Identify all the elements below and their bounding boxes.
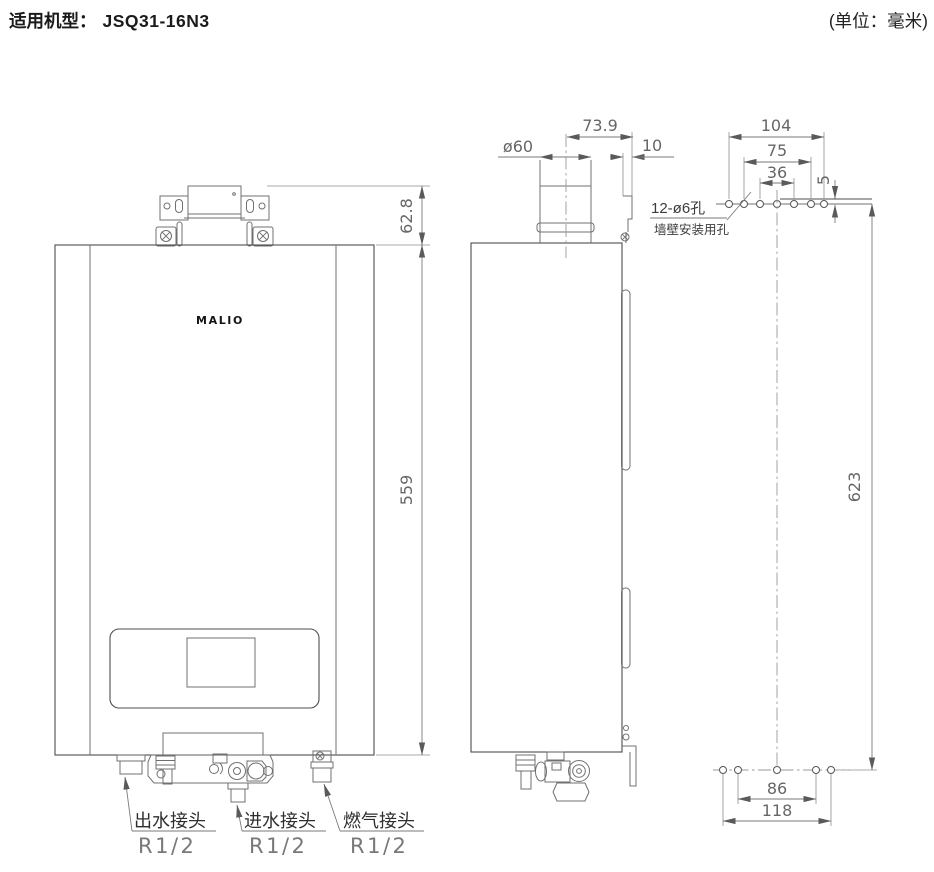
side-body [470, 242, 623, 753]
dim-top-span-mid: 75 [767, 141, 787, 160]
side-dimensions: 73.9 ø60 10 [498, 116, 674, 161]
side-bottom-piping [515, 751, 590, 802]
gas-label: 燃气接头 [343, 811, 415, 831]
holes-callout: 12-ø6孔 墙壁安装用孔 [650, 191, 752, 237]
inlet-label: 进水接头 [244, 811, 316, 831]
dim-vertical-span: 623 [845, 472, 864, 503]
bottom-cover-plate [162, 732, 264, 756]
side-back-details [620, 132, 637, 787]
gas-valve-nut [552, 782, 590, 802]
rear-vertical-dimension: 623 [834, 203, 877, 771]
inlet-spec: R1/2 [249, 834, 307, 858]
rear-top-dimensions: 104 75 36 5 [728, 116, 839, 223]
gas-spec: R1/2 [350, 834, 408, 858]
gas-connector [310, 750, 334, 783]
dim-top-span-inner: 36 [767, 163, 787, 182]
dim-edge-to-holes: 5 [814, 175, 833, 185]
bracket-screw-left [160, 230, 172, 242]
bracket-screw-right [257, 230, 269, 242]
water-outlet-connector [116, 754, 146, 775]
unit-note: (单位：毫米) [828, 11, 928, 31]
holes-label: 12-ø6孔 [651, 200, 705, 217]
dim-bracket-offset: 10 [642, 136, 662, 155]
lower-wall-bracket [622, 745, 637, 787]
dim-top-span-outer: 104 [761, 116, 792, 135]
dim-bottom-span-inner: 86 [767, 779, 787, 798]
model-value: JSQ31-16N3 [102, 11, 210, 31]
bottom-valve-assembly [147, 753, 274, 785]
control-panel [109, 628, 320, 709]
side-view: 73.9 ø60 10 [470, 116, 674, 802]
top-mounting-bracket [155, 185, 274, 247]
outlet-spec: R1/2 [138, 834, 196, 858]
display-window [186, 637, 256, 688]
dim-bracket-height: 62.8 [397, 198, 416, 234]
front-view: MALIO [54, 185, 430, 858]
bottom-mounting-holes [719, 766, 835, 774]
model-label: 适用机型： [9, 11, 97, 31]
rear-bottom-dimensions: 86 118 [722, 774, 832, 826]
dim-body-height: 559 [397, 475, 416, 506]
connector-labels: 出水接头 R1/2 进水接头 R1/2 燃气接头 R1/2 [123, 776, 424, 858]
dim-bottom-span-outer: 118 [762, 801, 793, 820]
dim-flue-diameter: ø60 [503, 137, 533, 156]
water-inlet-connector [227, 782, 249, 803]
model-header: 适用机型：JSQ31-16N3 [9, 8, 210, 33]
flue-pipe [536, 134, 595, 258]
rear-mounting-view: 12-ø6孔 墙壁安装用孔 104 75 36 5 [650, 116, 877, 826]
holes-note: 墙壁安装用孔 [654, 222, 730, 237]
brand-logo: MALIO [196, 314, 244, 327]
outlet-label: 出水接头 [134, 811, 206, 831]
dim-flue-center-to-wall: 73.9 [582, 116, 618, 135]
front-dimensions: 62.8 559 [267, 185, 430, 756]
